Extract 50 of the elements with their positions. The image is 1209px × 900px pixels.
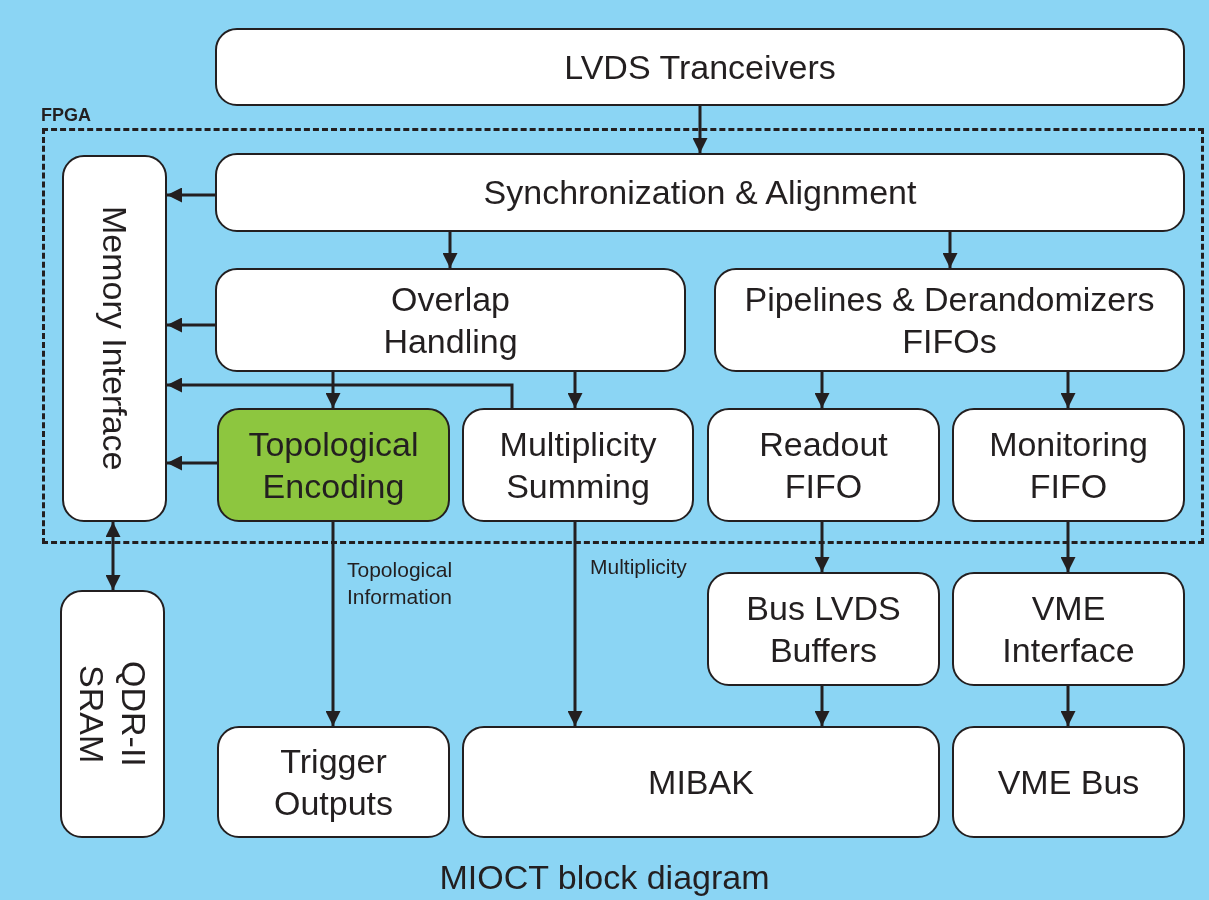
box-label: Readout FIFO [758,423,889,507]
arrow [325,372,341,408]
arrow [1060,522,1076,572]
arrow [692,106,708,153]
box-label: Topological Encoding [247,423,420,507]
box-label: Synchronization & Alignment [483,172,917,214]
process-box [215,268,686,372]
arrow [442,232,458,268]
diagram-caption: MIOCT block diagram [439,858,770,896]
arrow [814,686,830,726]
process-box [217,408,450,522]
box-label: Pipelines & Derandomizers FIFOs [743,278,1156,362]
arrow [1060,372,1076,408]
region-label: FPGA [41,105,91,126]
process-box [707,408,940,522]
process-box [462,726,940,838]
process-box [952,408,1185,522]
arrow [167,377,514,408]
box-label: Trigger Outputs [272,740,395,824]
arrow [814,522,830,572]
box-label: MIBAK [648,761,754,803]
box-label: Overlap Handling [382,278,519,362]
box-label: Memory Interface [94,206,135,471]
arrow [942,232,958,268]
process-box [707,572,940,686]
process-box [952,726,1185,838]
process-box [952,572,1185,686]
arrow [167,187,215,203]
box-label: VME Interface [1001,587,1136,671]
arrow [567,522,583,726]
process-box [215,28,1185,106]
process-box [462,408,694,522]
arrow [167,317,215,333]
process-box [217,726,450,838]
process-box [62,155,167,522]
memory-chip-box [60,590,165,838]
arrow [814,372,830,408]
box-label: Bus LVDS Buffers [745,587,902,671]
box-label: QDR-II SRAM [71,660,154,769]
box-label: Monitoring FIFO [988,423,1149,507]
box-label: LVDS Tranceivers [564,46,836,88]
arrow [167,455,217,471]
arrow [105,522,121,590]
process-box [714,268,1185,372]
process-box [215,153,1185,232]
arrow [325,522,341,726]
box-label: Multiplicity Summing [498,423,658,507]
box-label: VME Bus [997,761,1140,803]
arrow [1060,686,1076,726]
arrow [567,372,583,408]
